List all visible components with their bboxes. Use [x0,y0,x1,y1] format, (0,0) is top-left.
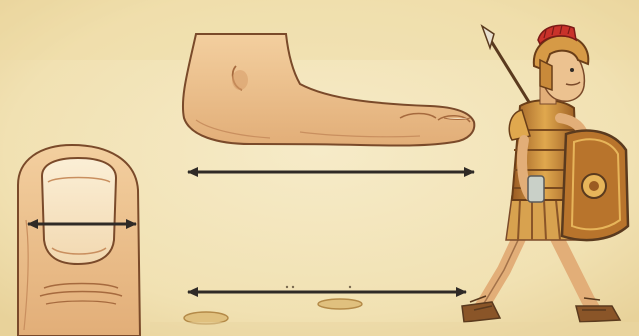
thumb-icon [18,145,140,336]
footprint-mark [318,299,362,309]
ground-strip [150,322,639,336]
